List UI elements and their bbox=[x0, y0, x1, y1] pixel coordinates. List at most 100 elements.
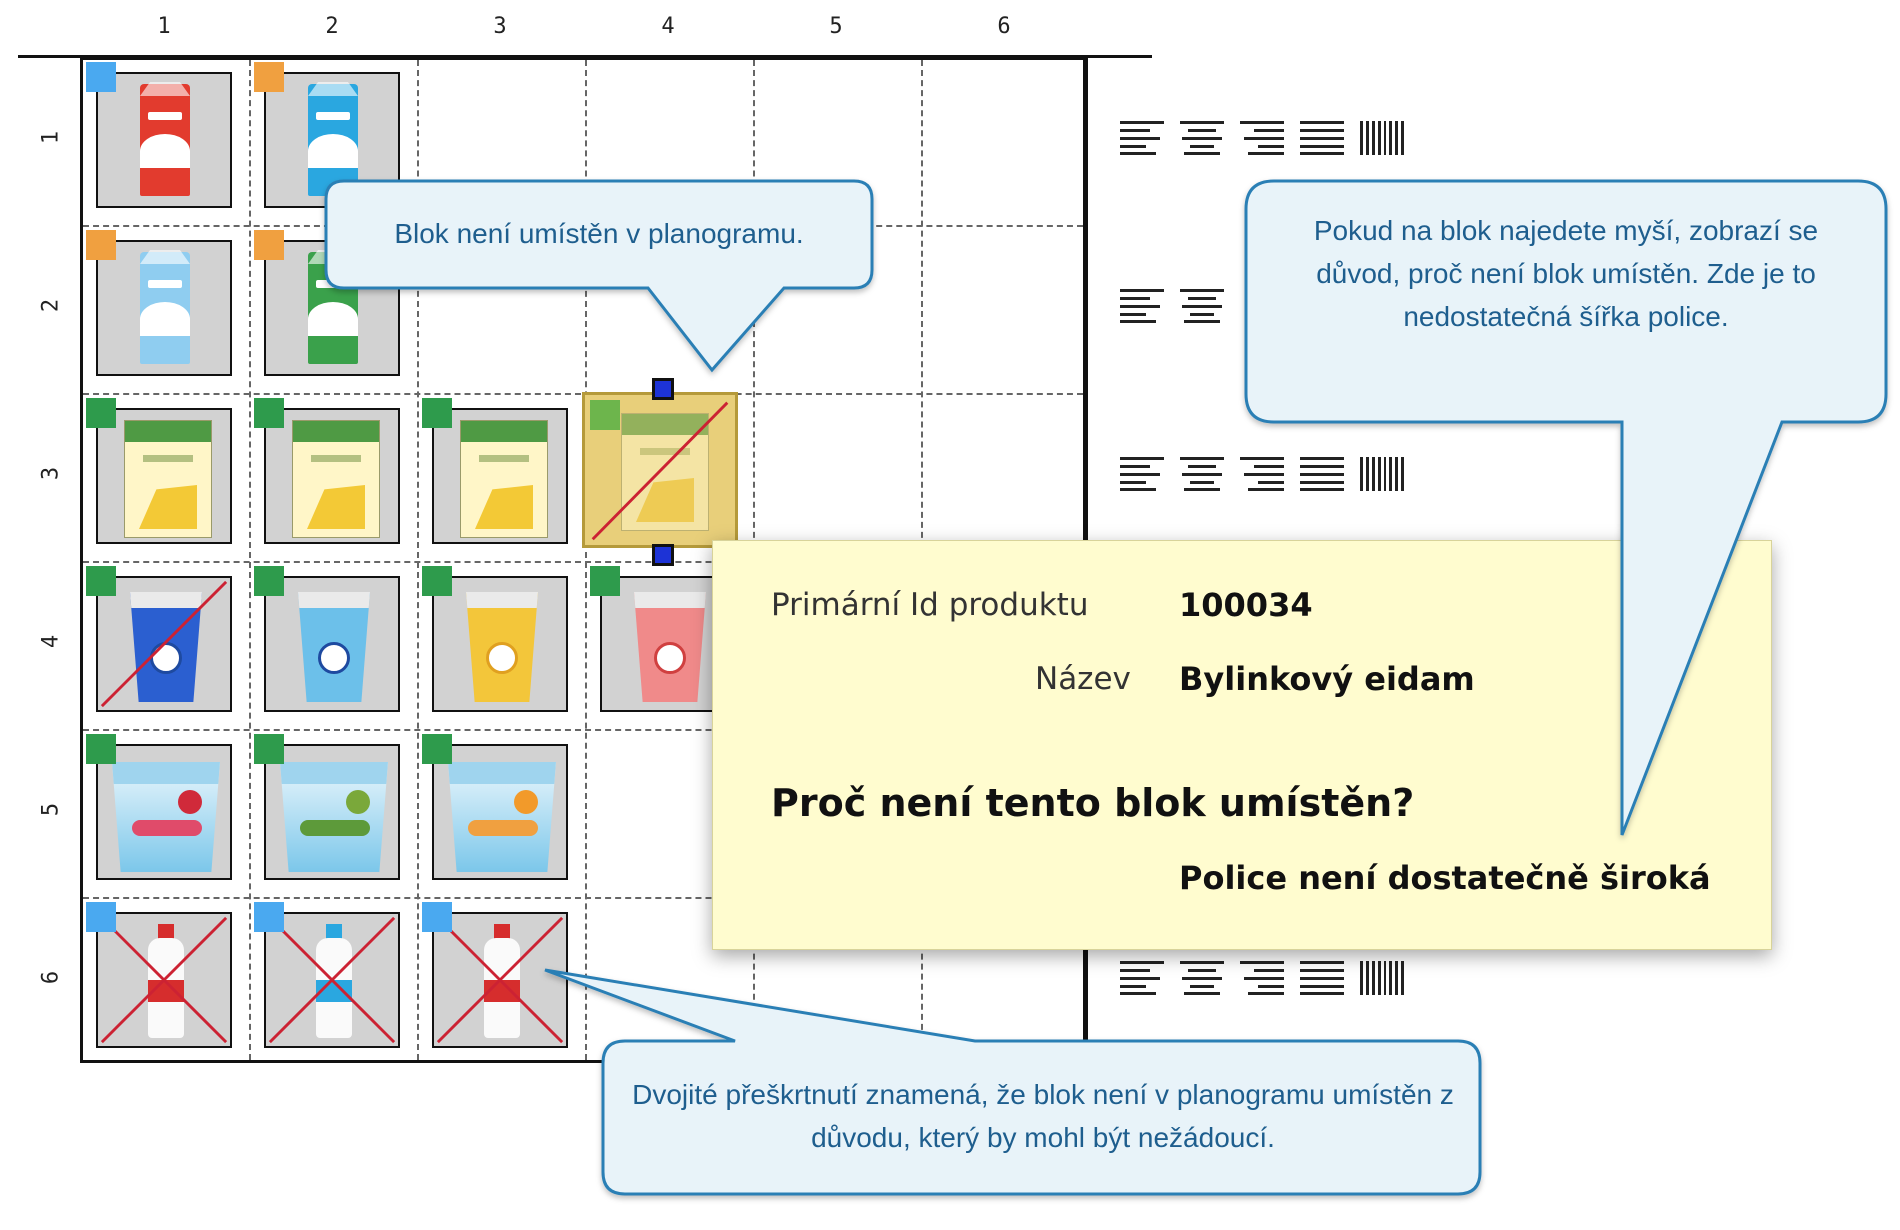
align-center-icon[interactable] bbox=[1180, 289, 1224, 323]
alignment-toolbar bbox=[1120, 457, 1404, 491]
product-block[interactable] bbox=[264, 744, 400, 880]
block-tag bbox=[254, 62, 284, 92]
block-tag bbox=[86, 902, 116, 932]
placement-question: Proč není tento blok umístěn? bbox=[771, 781, 1415, 825]
product-name-label: Název bbox=[1035, 661, 1131, 697]
row-number-2: 2 bbox=[38, 298, 64, 313]
grid-line bbox=[417, 60, 419, 1060]
column-number-5: 5 bbox=[829, 14, 843, 39]
row-number-3: 3 bbox=[38, 466, 64, 481]
align-right-icon[interactable] bbox=[1240, 961, 1284, 995]
product-block[interactable] bbox=[96, 408, 232, 544]
align-right-icon[interactable] bbox=[1240, 457, 1284, 491]
align-center-icon[interactable] bbox=[1180, 121, 1224, 155]
product-block[interactable] bbox=[96, 912, 232, 1048]
align-left-icon[interactable] bbox=[1120, 289, 1164, 323]
grid-line bbox=[83, 729, 1083, 731]
milk-bottle-image bbox=[148, 924, 184, 1038]
product-block[interactable] bbox=[264, 576, 400, 712]
callout-top-text: Blok není umístěn v planogramu. bbox=[394, 218, 804, 249]
align-right-icon[interactable] bbox=[1240, 121, 1284, 155]
align-justify-icon[interactable] bbox=[1300, 457, 1344, 491]
product-id-label: Primární Id produktu bbox=[771, 587, 1089, 623]
cheese-pack-image bbox=[460, 420, 548, 538]
product-block[interactable] bbox=[96, 576, 232, 712]
align-left-icon[interactable] bbox=[1120, 961, 1164, 995]
row-number-6: 6 bbox=[38, 970, 64, 985]
callout-bottom-text: Dvojité přeškrtnutí znamená, že blok nen… bbox=[632, 1079, 1454, 1153]
cheese-pack-image bbox=[621, 413, 709, 531]
callout-right-text: Pokud na blok najedete myší, zobrazí se … bbox=[1313, 215, 1819, 332]
alignment-toolbar bbox=[1120, 289, 1224, 323]
grid-line bbox=[83, 561, 1083, 563]
product-block[interactable] bbox=[96, 744, 232, 880]
row-number-1: 1 bbox=[38, 130, 64, 145]
product-name-value: Bylinkový eidam bbox=[1179, 660, 1475, 698]
placement-reason: Police není dostatečně široká bbox=[1179, 859, 1711, 897]
yogurt-tub-image bbox=[448, 762, 556, 872]
product-block[interactable] bbox=[96, 72, 232, 208]
align-left-icon[interactable] bbox=[1120, 121, 1164, 155]
align-justify-icon[interactable] bbox=[1300, 961, 1344, 995]
milk-bottle-image bbox=[316, 924, 352, 1038]
block-tag bbox=[254, 398, 284, 428]
resize-handle-bottom[interactable] bbox=[652, 544, 674, 566]
align-center-icon[interactable] bbox=[1180, 961, 1224, 995]
block-tag bbox=[422, 398, 452, 428]
block-tag bbox=[254, 566, 284, 596]
cheese-pack-image bbox=[292, 420, 380, 538]
yogurt-tub-image bbox=[112, 762, 220, 872]
row-number-4: 4 bbox=[38, 634, 64, 649]
product-block[interactable] bbox=[264, 408, 400, 544]
block-tag bbox=[254, 734, 284, 764]
block-tag bbox=[86, 230, 116, 260]
column-number-6: 6 bbox=[997, 14, 1011, 39]
cheese-pack-image bbox=[124, 420, 212, 538]
block-tag bbox=[86, 734, 116, 764]
milk-carton-image bbox=[140, 82, 190, 196]
block-tag bbox=[254, 902, 284, 932]
milk-carton-image bbox=[140, 250, 190, 364]
yogurt-tub-image bbox=[280, 762, 388, 872]
grid-line bbox=[83, 897, 1083, 899]
product-block[interactable] bbox=[432, 744, 568, 880]
product-block[interactable] bbox=[264, 912, 400, 1048]
product-block[interactable] bbox=[432, 912, 568, 1048]
alignment-toolbar bbox=[1120, 961, 1404, 995]
resize-handle-top[interactable] bbox=[652, 378, 674, 400]
block-tag bbox=[86, 398, 116, 428]
column-number-4: 4 bbox=[661, 14, 675, 39]
block-tag bbox=[254, 230, 284, 260]
block-info-tooltip: Primární Id produktu 100034 Název Bylink… bbox=[712, 540, 1772, 950]
product-block[interactable] bbox=[264, 240, 400, 376]
product-block[interactable] bbox=[264, 72, 400, 208]
distribute-icon[interactable] bbox=[1360, 121, 1404, 155]
selected-unplaced-block[interactable] bbox=[582, 392, 738, 548]
block-tag bbox=[86, 566, 116, 596]
block-tag bbox=[422, 566, 452, 596]
milk-bottle-image bbox=[484, 924, 520, 1038]
align-justify-icon[interactable] bbox=[1300, 121, 1344, 155]
block-tag bbox=[590, 566, 620, 596]
product-block[interactable] bbox=[432, 408, 568, 544]
align-center-icon[interactable] bbox=[1180, 457, 1224, 491]
block-tag bbox=[86, 62, 116, 92]
alignment-toolbar bbox=[1120, 121, 1404, 155]
column-number-3: 3 bbox=[493, 14, 507, 39]
column-number-1: 1 bbox=[157, 14, 171, 39]
yogurt-cup-image bbox=[634, 592, 706, 702]
block-tag bbox=[590, 400, 620, 430]
distribute-icon[interactable] bbox=[1360, 961, 1404, 995]
header-divider bbox=[18, 55, 1152, 58]
product-block[interactable] bbox=[96, 240, 232, 376]
grid-line bbox=[585, 60, 587, 1060]
grid-line bbox=[249, 60, 251, 1060]
align-left-icon[interactable] bbox=[1120, 457, 1164, 491]
yogurt-cup-image bbox=[130, 592, 202, 702]
yogurt-cup-image bbox=[298, 592, 370, 702]
product-block[interactable] bbox=[432, 576, 568, 712]
column-number-2: 2 bbox=[325, 14, 339, 39]
distribute-icon[interactable] bbox=[1360, 457, 1404, 491]
block-tag bbox=[422, 902, 452, 932]
yogurt-cup-image bbox=[466, 592, 538, 702]
